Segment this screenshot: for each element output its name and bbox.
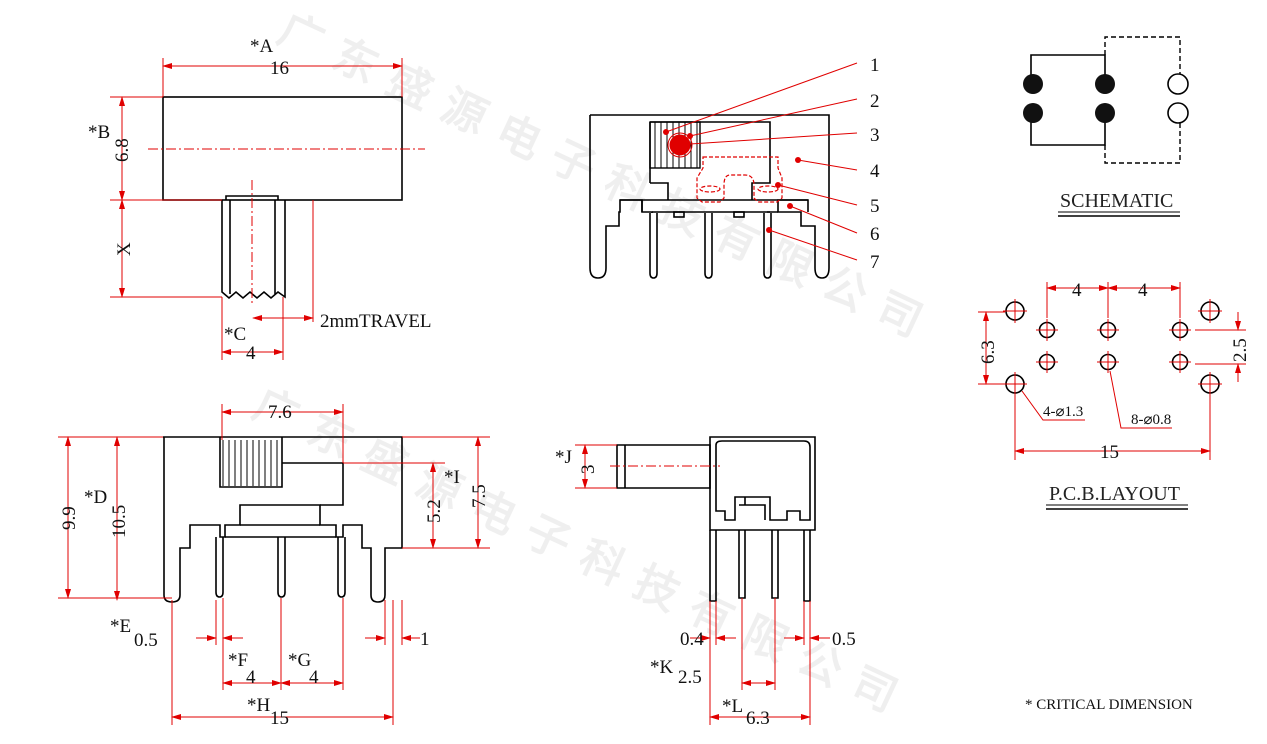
dim-k-label: *K xyxy=(650,657,674,678)
callout-2: 2 xyxy=(870,91,880,112)
dim-g-label: *G xyxy=(288,650,312,671)
dim-g-value: 4 xyxy=(309,667,319,688)
pcb-span: 15 xyxy=(1100,442,1119,463)
dim-f-value: 4 xyxy=(246,667,256,688)
pcb-layout: 4 4 6.3 2.5 4-⌀1.3 8-⌀0.8 15 P.C.B.LAYOU… xyxy=(978,280,1251,510)
dim-a-label: *A xyxy=(250,36,274,57)
pcb-title: P.C.B.LAYOUT xyxy=(1049,483,1180,505)
callout-5: 5 xyxy=(870,196,880,217)
pcb-holes xyxy=(1003,299,1222,396)
pcb-row-gap-left: 6.3 xyxy=(978,340,999,364)
dim-b-value: 6.8 xyxy=(112,138,133,162)
section-view: 1 2 3 4 5 6 7 xyxy=(589,55,880,279)
schematic-title: SCHEMATIC xyxy=(1060,190,1173,212)
dim-e-value: 0.5 xyxy=(134,630,158,651)
pcb-small-holes: 8-⌀0.8 xyxy=(1131,412,1171,428)
dim-k-value: 2.5 xyxy=(678,667,702,688)
dim-j-value: 3 xyxy=(578,465,599,475)
front-view: 7.6 *D 9.9 10.5 *I 5.2 7.5 *E 0.5 *F 4 *… xyxy=(58,402,490,729)
dim-0.4: 0.4 xyxy=(680,629,704,650)
dim-c-value: 4 xyxy=(246,343,256,364)
dim-x-label: X xyxy=(114,242,135,256)
dim-7.6: 7.6 xyxy=(268,402,292,423)
pcb-big-holes: 4-⌀1.3 xyxy=(1043,404,1083,420)
dim-10.5: 10.5 xyxy=(109,505,130,538)
dim-d-label: *D xyxy=(84,487,107,508)
dim-9.9: 9.9 xyxy=(59,506,80,530)
callout-6: 6 xyxy=(870,224,880,245)
callout-3: 3 xyxy=(870,125,880,146)
dim-e-label: *E xyxy=(110,616,131,637)
pcb-pitch-2: 4 xyxy=(1138,280,1148,301)
callout-leaders xyxy=(663,62,858,261)
dim-h-value: 15 xyxy=(270,708,289,729)
top-view: *A 16 *B 6.8 X 2mmTRAVEL *C 4 xyxy=(88,36,432,364)
watermark-lower: 广东盛源电子科技有限公司 xyxy=(245,379,919,730)
watermark: 广东盛源电子科技有限公司 xyxy=(270,4,944,355)
callout-1: 1 xyxy=(870,55,880,76)
callout-7: 7 xyxy=(870,252,880,273)
travel-label: 2mmTRAVEL xyxy=(320,311,432,332)
dim-5.2: 5.2 xyxy=(424,499,445,523)
dim-l-value: 6.3 xyxy=(746,708,770,729)
schematic: SCHEMATIC xyxy=(1023,36,1189,217)
side-view: *J 3 0.4 0.5 *K 2.5 *L 6.3 xyxy=(555,436,856,729)
dim-j-label: *J xyxy=(555,447,572,468)
dim-c-label: *C xyxy=(224,324,246,345)
dim-h-label: *H xyxy=(247,695,271,716)
dim-0.5: 0.5 xyxy=(832,629,856,650)
callout-4: 4 xyxy=(870,161,880,182)
dim-b-label: *B xyxy=(88,122,110,143)
dim-right-gap: 1 xyxy=(420,629,430,650)
dim-l-label: *L xyxy=(722,696,743,717)
detent-ball xyxy=(669,134,691,156)
pcb-pitch-1: 4 xyxy=(1072,280,1082,301)
dim-i-label: *I xyxy=(444,467,460,488)
critical-dimension-note: * CRITICAL DIMENSION xyxy=(1025,697,1193,713)
dim-f-label: *F xyxy=(228,650,248,671)
dim-a-value: 16 xyxy=(270,58,289,79)
pcb-row-gap-right: 2.5 xyxy=(1230,338,1251,362)
dim-7.5: 7.5 xyxy=(469,484,490,508)
